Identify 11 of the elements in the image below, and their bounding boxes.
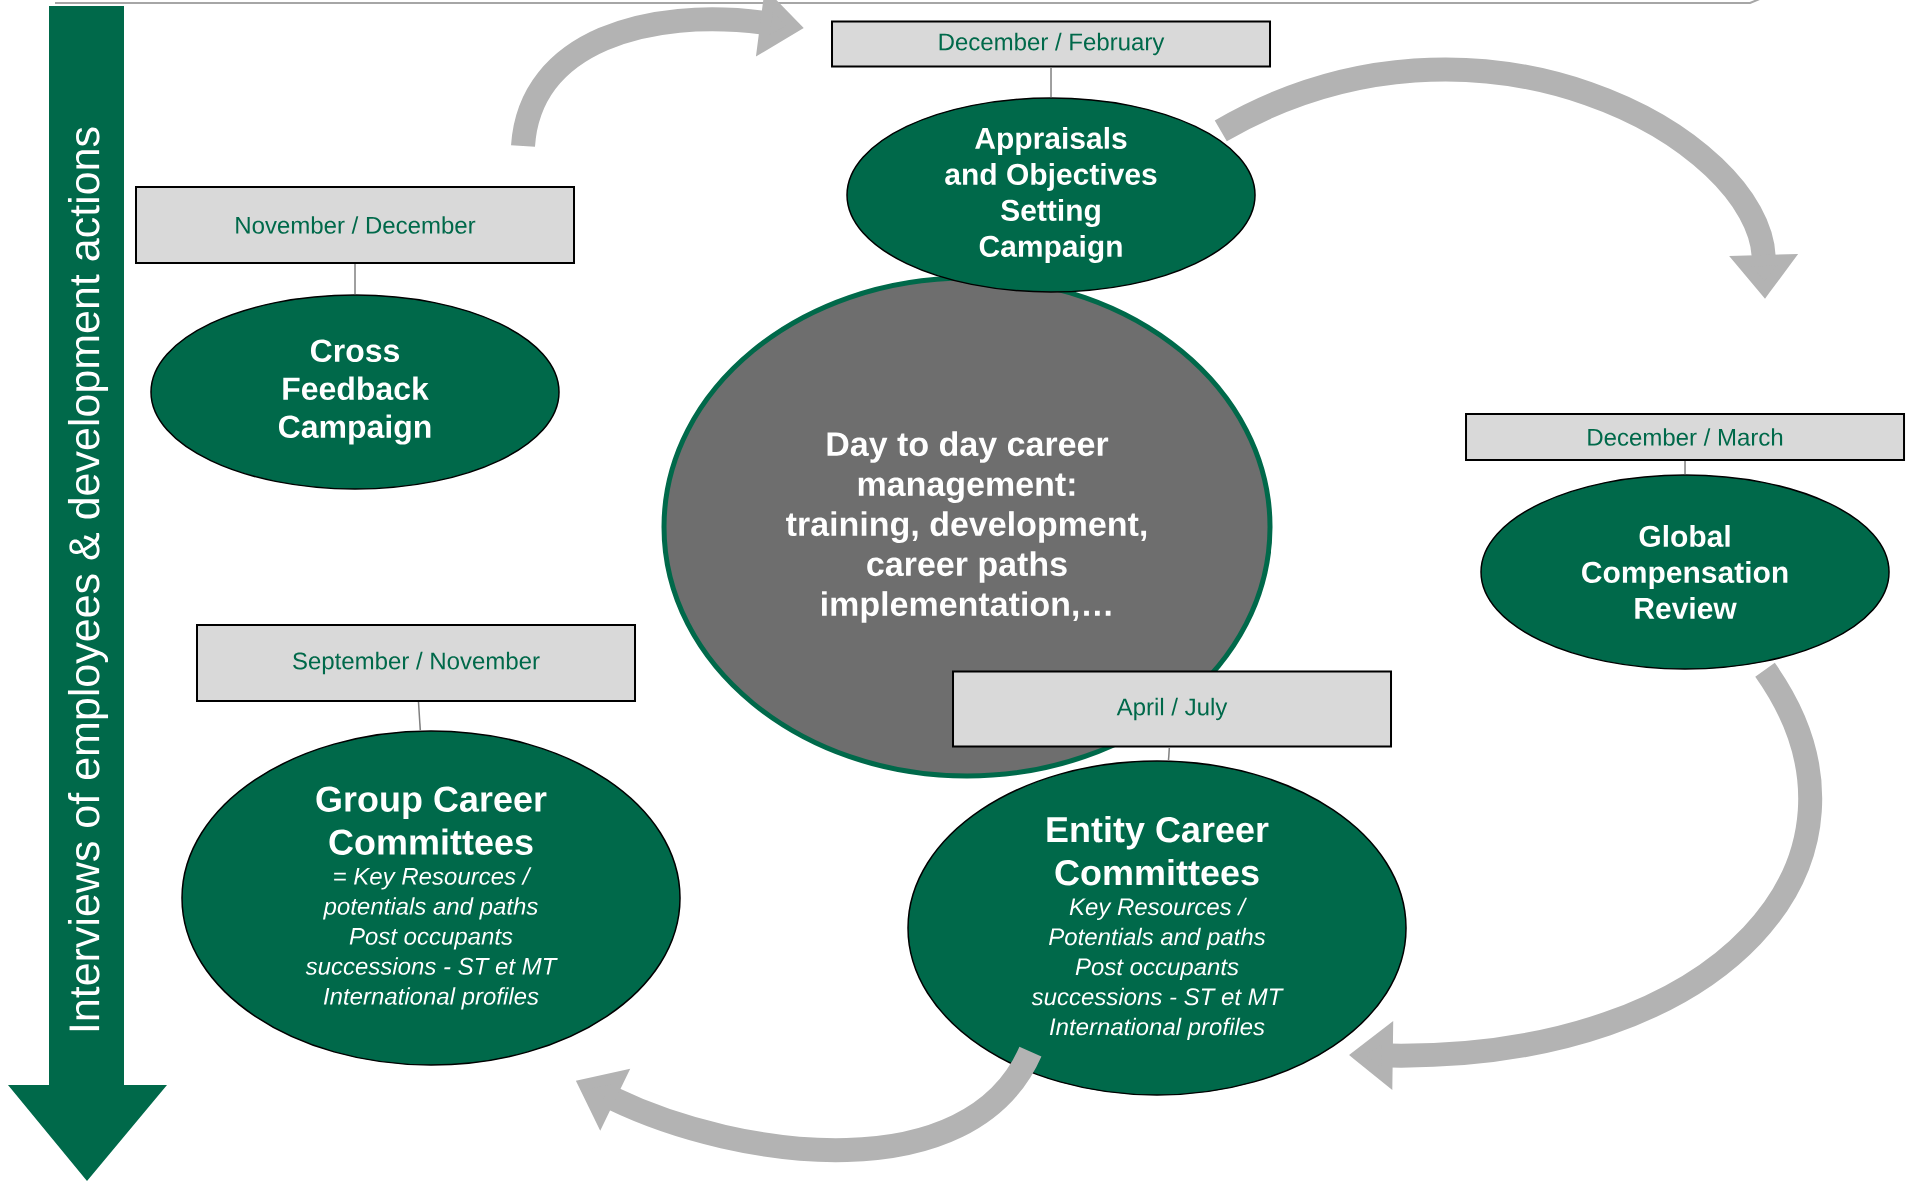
connector-line [1050,66,1052,98]
connector-line [354,263,356,295]
connector-line [1167,746,1171,762]
date-box: November / December [135,186,575,264]
date-box: December / February [831,20,1271,68]
date-box: September / November [196,624,636,702]
axis-label: Interviews of employees & development actions [67,127,109,1031]
connector-line [1684,460,1686,475]
date-box: April / July [952,670,1392,748]
connector-line [417,701,422,732]
date-box: December / March [1465,413,1905,461]
